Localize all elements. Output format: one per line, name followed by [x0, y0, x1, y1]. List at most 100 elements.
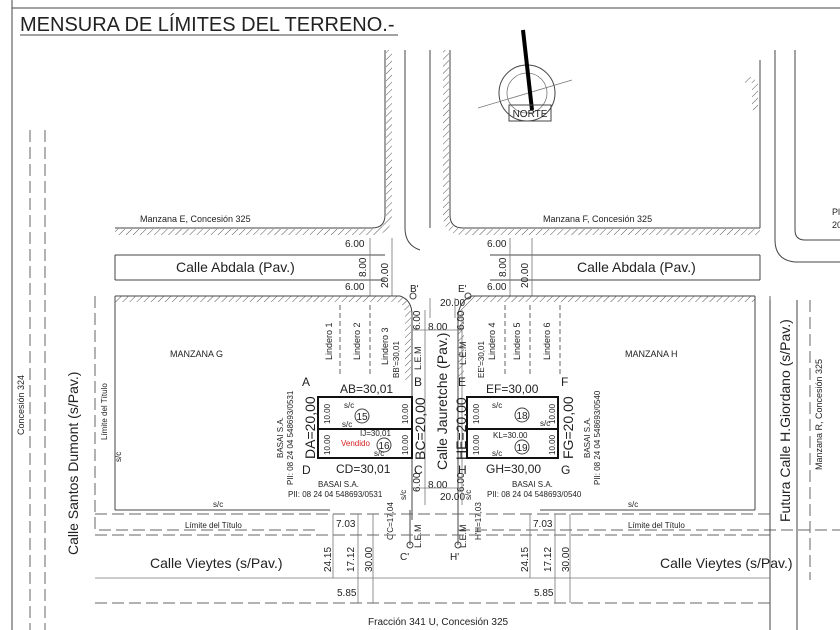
lem-label: L.E.M [413, 524, 423, 548]
dim-label: 20.00 [440, 492, 465, 503]
owner-label: BASAI S.A. [512, 480, 553, 489]
dim-label: 20.00 [440, 298, 465, 309]
ee-measure: EE'=30,01 [477, 341, 486, 378]
point-b-prime: B' [410, 284, 419, 295]
gh-measure: GH=30,00 [486, 462, 541, 476]
limite-titulo-bottom-left: Límite del Título [185, 521, 242, 530]
dim-label: 10.00 [548, 403, 557, 424]
calle-santos-dumont-lines [29, 130, 46, 630]
calle-santos-dumont-label: Calle Santos Dumont (s/Pav.) [65, 372, 81, 555]
lem-label: L.E.M [413, 346, 423, 370]
lot-18-number: 18 [516, 411, 528, 422]
ef-measure: EF=30,00 [486, 382, 539, 396]
manzana-g-label: MANZANA G [170, 349, 223, 359]
lot-15-number: 15 [356, 412, 368, 423]
cc-measure: C'C=17,04 [386, 502, 395, 540]
sc-label: s/c [540, 419, 550, 428]
point-g: G [561, 463, 570, 477]
sc-label: s/c [114, 452, 123, 462]
dim-label: 24.15 [323, 547, 334, 572]
calle-abdala-left-label: Calle Abdala (Pav.) [176, 259, 295, 275]
calle-vieytes-left-label: Calle Vieytes (s/Pav.) [150, 555, 283, 571]
he-measure: HE=20,00 [453, 397, 469, 460]
dim-label: 6.00 [456, 472, 467, 492]
dim-label: 20.00 [520, 263, 531, 288]
calle-giordano-label: Futura Calle H.Giordano (s/Pav.) [777, 319, 793, 522]
manzana-h-label: MANZANA H [625, 349, 678, 359]
dim-label: 8.00 [498, 257, 509, 277]
sc-label: s/c [464, 490, 473, 500]
dim-label: 6.00 [487, 282, 507, 293]
lot-19-number: 19 [516, 443, 528, 454]
block-e-outline [115, 50, 421, 251]
sc-label: s/c [492, 449, 502, 458]
dim-label: 6.00 [412, 472, 423, 492]
block-f-outline [429, 50, 840, 263]
point-h-prime: H' [450, 552, 459, 563]
north-arrow-icon: NORTE [477, 29, 573, 122]
manzana-f-label: Manzana F, Concesión 325 [543, 214, 652, 224]
dim-label: 17.12 [346, 547, 357, 572]
lindero-1-label: Lindero 1 [324, 322, 334, 360]
point-c-prime: C' [400, 552, 409, 563]
bc-measure: BC=20,00 [412, 397, 428, 460]
dim-label: 5.85 [337, 588, 357, 599]
calle-abdala-right-label: Calle Abdala (Pav.) [577, 259, 696, 275]
lindero-6-label: Lindero 6 [542, 322, 552, 360]
ab-measure: AB=30,01 [340, 382, 393, 396]
owner-label: BASAI S.A. [318, 480, 359, 489]
pl-label: Pl [832, 207, 840, 217]
pii-label: PII: 08 24 04 548693/0540 [593, 390, 602, 485]
pii-label: PII: 08 24 04 548693/0531 [286, 390, 295, 485]
dim-label: 30.00 [561, 547, 572, 572]
bb-measure: BB'=30,01 [392, 341, 401, 378]
lots-15-16: s/c s/c s/c 15 16 Vendido IJ=30,01 10.00… [317, 396, 413, 459]
sc-label: s/c [399, 490, 408, 500]
lindero-2-label: Lindero 2 [352, 322, 362, 360]
block-h-front [457, 295, 755, 520]
kl-measure: KL=30.00 [493, 431, 528, 440]
calle-giordano-lines [769, 300, 798, 630]
point-e: E [458, 375, 466, 389]
point-h: H [458, 463, 467, 477]
calle-vieytes-right-label: Calle Vieytes (s/Pav.) [660, 555, 793, 571]
dim-label: 5.85 [534, 588, 554, 599]
vieytes-north-lines [95, 513, 770, 536]
owner-label: BASAI S.A. [276, 417, 285, 458]
dim-label: 7.03 [336, 519, 356, 530]
lindero-3-label: Lindero 3 [380, 327, 390, 365]
point-f: F [561, 375, 568, 389]
calle-abdala-outline [114, 254, 761, 281]
block-h-hatch [458, 296, 755, 380]
dim-label: 8.00 [428, 480, 448, 491]
dim-label: 10.00 [401, 434, 410, 455]
pii-label: PII: 08 24 04 548693/0540 [487, 490, 582, 499]
lot-16-number: 16 [378, 441, 390, 452]
sc-label: s/c [492, 401, 502, 410]
manzana-e-label: Manzana E, Concesión 325 [140, 214, 251, 224]
dim-label: 10.00 [323, 434, 332, 455]
point-e-prime: E' [458, 284, 467, 295]
lindero-5-label: Lindero 5 [512, 322, 522, 360]
hh-measure: H'H=17,03 [474, 502, 483, 540]
dim-label: 24.15 [520, 547, 531, 572]
point-a: A [302, 375, 310, 389]
dim-label: 17.12 [543, 547, 554, 572]
dim-label: 6.00 [456, 310, 467, 330]
lindero-4-label: Lindero 4 [487, 322, 497, 360]
da-measure: DA=20,00 [302, 396, 318, 459]
dim-label: 10.00 [472, 403, 481, 424]
dim-label: 6.00 [487, 239, 507, 250]
limite-titulo-left: Límite del Título [100, 383, 109, 440]
vendido-label: Vendido [341, 439, 370, 448]
owner-label: BASAI S.A. [583, 417, 592, 458]
lem-label: L.E.M [458, 341, 468, 365]
dim-label: 7.03 [533, 519, 553, 530]
sc-label: s/c [342, 420, 352, 429]
fg-measure: FG=20,00 [560, 396, 576, 459]
sc-label: s/c [213, 500, 223, 509]
dim-label: 6.00 [345, 239, 365, 250]
dim-label: 10.00 [472, 434, 481, 455]
concesion-324-label: Concesión 324 [16, 375, 26, 435]
calle-jauretche-label: Calle Jauretche (Pav.) [434, 333, 450, 470]
